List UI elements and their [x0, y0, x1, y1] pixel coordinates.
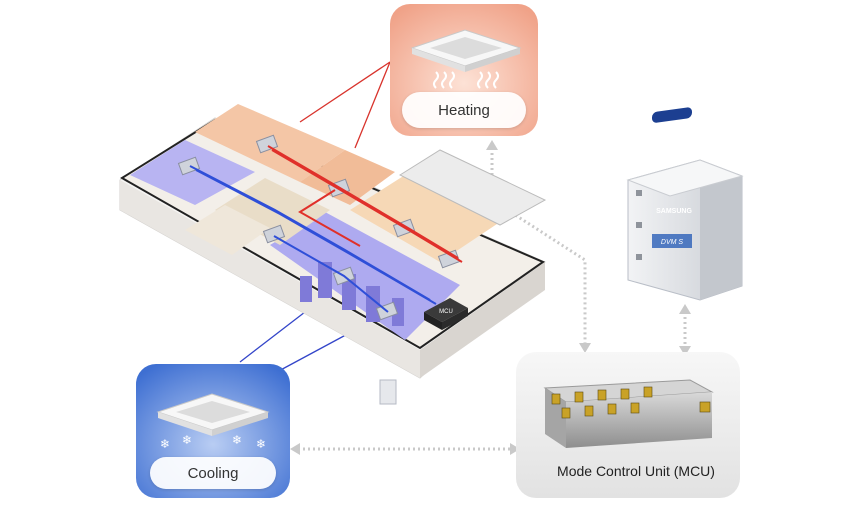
arrow-head-right: [510, 443, 520, 455]
cooling-room-1: [130, 140, 255, 205]
room-lobby: [185, 205, 270, 255]
outdoor-model-logo: DVM S: [661, 239, 684, 246]
outdoor-brand-logo: SAMSUNG: [656, 208, 692, 215]
cooling-pipes: [189, 165, 437, 313]
svg-text:❄: ❄: [232, 433, 242, 447]
building-floorplan: MCU: [119, 104, 547, 405]
svg-text:❄: ❄: [160, 437, 170, 451]
heat-waves-icon: [433, 71, 499, 89]
outdoor-vents: [636, 190, 642, 260]
mcu-panel: [516, 352, 740, 498]
mcu-box-label: MCU: [439, 309, 453, 315]
cooling-label: Cooling: [150, 457, 276, 489]
heating-cassette-icon: [410, 29, 522, 72]
arrow-head-down-2: [679, 346, 691, 356]
arrow-head-down: [579, 343, 591, 353]
heating-callout-lines: [299, 61, 391, 149]
svg-text:❄: ❄: [256, 437, 266, 451]
small-unit: [379, 379, 397, 405]
connector-heating-mcu: [490, 148, 587, 345]
outdoor-unit: SAMSUNG DVM S: [626, 107, 744, 301]
arrow-head-up-2: [679, 304, 691, 314]
heating-pipes: [267, 145, 463, 263]
heating-room-2: [300, 150, 395, 205]
svg-text:❄: ❄: [182, 433, 192, 447]
server-racks: [300, 262, 404, 326]
heating-room-3: [350, 175, 500, 262]
mcu-caption: Mode Control Unit (MCU): [557, 463, 715, 479]
cooling-cassette-icon: [156, 393, 270, 436]
arrow-head-left: [290, 443, 300, 455]
mcu-unit-icon: [543, 379, 714, 448]
arrow-head-up: [486, 140, 498, 150]
snowflake-icon: ❄ ❄ ❄ ❄: [160, 433, 266, 451]
cooling-room-2: [270, 212, 460, 340]
glass-wall: [398, 149, 547, 226]
heating-label: Heating: [402, 92, 526, 128]
mcu-in-building: MCU: [424, 298, 468, 330]
